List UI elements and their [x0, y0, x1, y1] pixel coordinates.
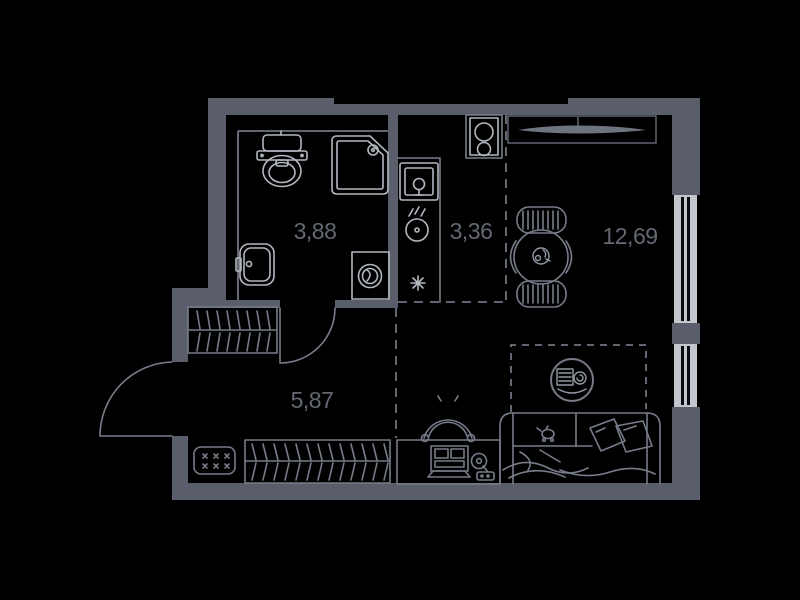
chair-icon — [516, 206, 567, 234]
window-icon — [674, 195, 697, 323]
bathroom-partition-walls — [188, 115, 398, 308]
entrance-door-icon — [99, 361, 173, 437]
decor-item-icon — [536, 425, 555, 443]
kitchen-area-label: 3,36 — [450, 218, 493, 244]
sleeping-place-icon — [550, 358, 594, 402]
bathroom-inner-wall-line — [237, 130, 388, 300]
windowsill-radiator-icon — [507, 115, 657, 144]
hob-icon — [465, 114, 503, 159]
desk-chair-icon — [420, 395, 476, 443]
kitchen-sink-icon — [399, 162, 439, 201]
bathroom-area-label: 3,88 — [294, 218, 337, 244]
living-area-label: 12,69 — [602, 223, 657, 249]
dining-table-icon — [513, 229, 569, 285]
chair-side-arcs — [509, 240, 573, 274]
gas-stove-icon — [405, 206, 429, 242]
outer-walls — [172, 98, 700, 500]
bathroom-sink-icon — [235, 243, 275, 286]
kitchen-zone-dashed-line — [398, 115, 507, 303]
desk-icon — [396, 439, 501, 485]
chair-icon — [516, 280, 567, 308]
desk-lamp-icon — [470, 452, 495, 481]
window-icon — [674, 344, 697, 407]
sofa-bed-icon — [499, 412, 661, 485]
shower-icon — [331, 135, 389, 195]
hallway-area-label: 5,87 — [291, 387, 334, 413]
laptop-icon — [427, 445, 471, 478]
washing-machine-icon — [351, 251, 390, 300]
toilet-icon — [256, 130, 308, 188]
sleeping-zone-dashed — [510, 344, 647, 412]
wardrobe-icon — [187, 306, 278, 354]
bathroom-door-icon — [279, 307, 336, 364]
fridge-position-icon — [410, 275, 426, 291]
kitchen-counter — [397, 157, 441, 303]
wardrobe-long-icon — [244, 439, 391, 484]
shoe-cabinet-icon — [193, 446, 236, 475]
